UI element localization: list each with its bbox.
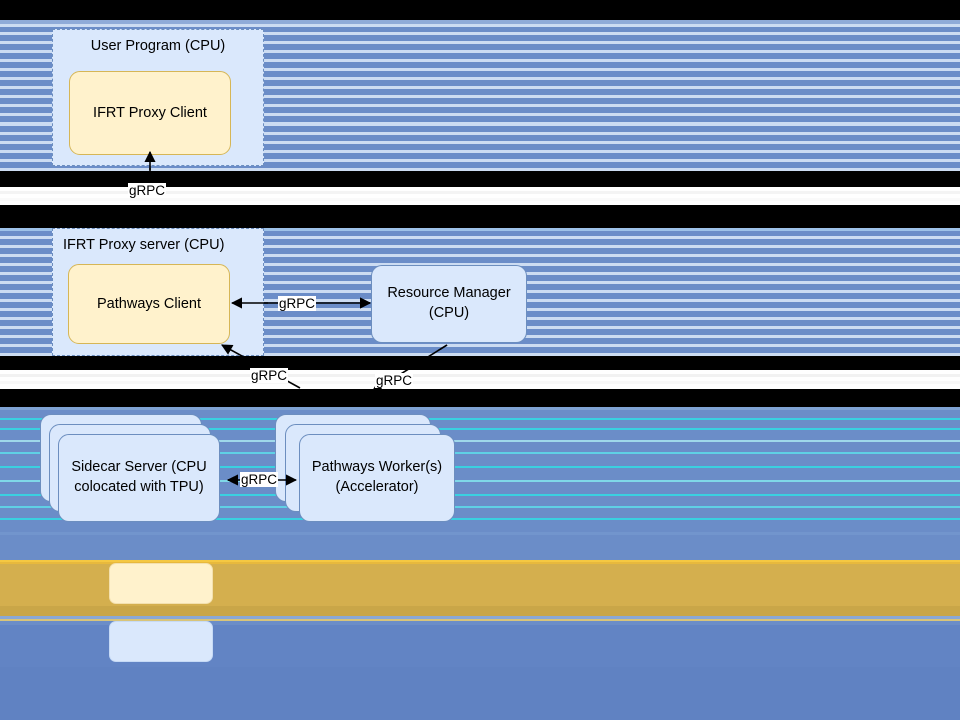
edge-label-rm-to-workers: gRPC	[375, 373, 414, 388]
diagram-arrows	[144, 150, 156, 170]
diagram-arrows	[360, 297, 448, 350]
diagram-arrows	[100, 556, 220, 608]
artwork-window: User Program (CPU) IFRT Proxy Client IFR…	[100, 556, 220, 608]
edge-label-sidecar-workers: gRPC	[240, 472, 279, 487]
artwork-window: User Program (CPU) IFRT Proxy Client IFR…	[190, 356, 450, 396]
diagram-canvas: User Program (CPU) IFRT Proxy Client IFR…	[360, 258, 535, 350]
artwork-window: User Program (CPU) IFRT Proxy Client IFR…	[360, 258, 535, 350]
edge-label-rm-to-pathways: gRPC	[278, 296, 317, 311]
artwork-window: User Program (CPU) IFRT Proxy Client IFR…	[110, 168, 220, 208]
diagram-canvas: User Program (CPU) IFRT Proxy Client IFR…	[190, 356, 450, 396]
artwork-window: User Program (CPU) IFRT Proxy Client IFR…	[34, 408, 234, 528]
diagram-canvas: User Program (CPU) IFRT Proxy Client IFR…	[100, 614, 220, 668]
diagram-canvas: User Program (CPU) IFRT Proxy Client IFR…	[100, 556, 220, 608]
diagram-arrows	[226, 474, 234, 486]
diagram-arrows	[100, 614, 220, 668]
diagram-canvas: User Program (CPU) IFRT Proxy Client IFR…	[215, 462, 310, 498]
artwork-window: User Program (CPU) IFRT Proxy Client IFR…	[100, 614, 220, 668]
diagram-canvas: User Program (CPU) IFRT Proxy Client IFR…	[38, 24, 270, 170]
edge-label-pathways-to-sidecar: gRPC	[250, 368, 289, 383]
artwork-window: User Program (CPU) IFRT Proxy Client IFR…	[215, 462, 310, 498]
diagram-canvas: User Program (CPU) IFRT Proxy Client IFR…	[110, 168, 220, 208]
edge-label-client-up: gRPC	[128, 183, 167, 198]
diagram-canvas: User Program (CPU) IFRT Proxy Client IFR…	[34, 408, 234, 528]
artwork-window: User Program (CPU) IFRT Proxy Client IFR…	[38, 24, 270, 170]
